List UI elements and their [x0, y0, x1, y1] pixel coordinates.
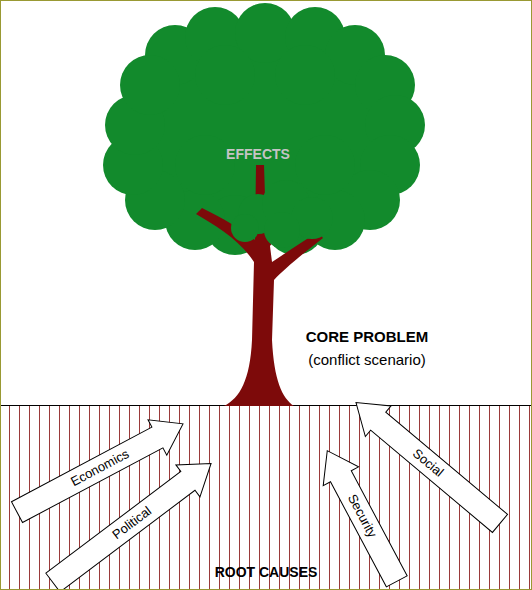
cause-label: Social	[350, 396, 506, 530]
cause-label: Security	[320, 446, 405, 586]
tree-canopy-shape	[105, 15, 425, 255]
cause-arrow: Security	[308, 440, 416, 590]
ground-band: ROOT CAUSESEconomicsPoliticalSecuritySoc…	[0, 405, 532, 590]
core-problem-title: CORE PROBLEM	[287, 328, 447, 345]
front-foliage	[231, 180, 333, 248]
cause-arrow: Political	[39, 446, 224, 590]
tree-canopy: EFFECTS	[105, 15, 425, 255]
effects-label: EFFECTS	[105, 146, 411, 162]
trunk	[196, 165, 323, 406]
core-problem-note: (conflict scenario)	[287, 351, 447, 368]
